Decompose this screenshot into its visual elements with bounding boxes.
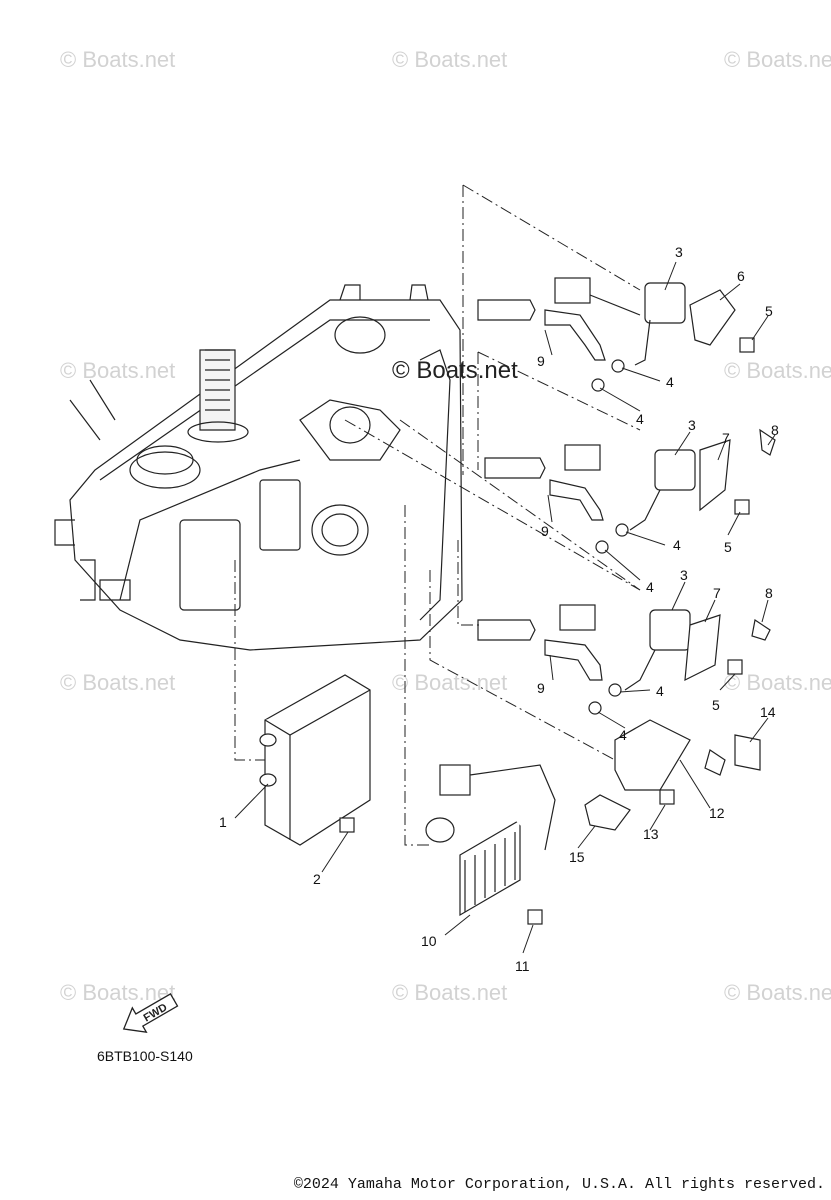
watermarks: © Boats.net © Boats.net © Boats.net © Bo…	[60, 47, 831, 1005]
callout-4: 4	[636, 411, 644, 427]
bolt	[739, 337, 755, 353]
callout-3: 3	[680, 567, 688, 583]
callout-4: 4	[666, 374, 674, 390]
bolt	[527, 909, 543, 925]
watermark: © Boats.net	[724, 358, 831, 383]
callout-5: 5	[724, 539, 732, 555]
callout-3: 3	[688, 417, 696, 433]
callout-9: 9	[537, 353, 545, 369]
bolt	[339, 817, 355, 833]
callout-4: 4	[673, 537, 681, 553]
callout-2: 2	[313, 871, 321, 887]
watermark: © Boats.net	[392, 47, 507, 72]
ignition-set-upper	[477, 277, 755, 392]
callout-numbers: 1 2 3 3 3 4 4 4 4 4 4 5 5 5 6 7 7 8 8 9 …	[219, 244, 779, 974]
callout-10: 10	[421, 933, 437, 949]
callout-12: 12	[709, 805, 725, 821]
callout-4: 4	[619, 727, 627, 743]
watermark: © Boats.net	[392, 980, 507, 1005]
ignition-set-lower	[477, 604, 771, 715]
callout-9: 9	[537, 680, 545, 696]
center-watermark: © Boats.net	[392, 357, 518, 384]
callout-3: 3	[675, 244, 683, 260]
callout-1: 1	[219, 814, 227, 830]
ignition-set-middle	[484, 428, 776, 554]
callout-9: 9	[541, 523, 549, 539]
callout-4: 4	[646, 579, 654, 595]
watermark: © Boats.net	[60, 47, 175, 72]
leader-lines	[234, 184, 641, 846]
watermark: © Boats.net	[724, 980, 831, 1005]
callout-7: 7	[713, 585, 721, 601]
engine-block	[54, 284, 463, 651]
callout-8: 8	[771, 422, 779, 438]
watermark: © Boats.net	[60, 670, 175, 695]
spark-plug	[477, 299, 536, 321]
callout-5: 5	[765, 303, 773, 319]
callout-8: 8	[765, 585, 773, 601]
callout-leaders	[234, 261, 776, 954]
callout-6: 6	[737, 268, 745, 284]
cdi-unit	[259, 674, 371, 846]
callout-7: 7	[722, 430, 730, 446]
callout-14: 14	[760, 704, 776, 720]
ignition-coil	[644, 282, 686, 324]
watermark: © Boats.net	[392, 670, 507, 695]
drawing-code: 6BTB100-S140	[97, 1048, 193, 1064]
coil-cover	[689, 289, 736, 346]
callout-5: 5	[712, 697, 720, 713]
bracket-assembly	[584, 719, 761, 831]
bolt	[659, 789, 675, 805]
copyright-notice: ©2024 Yamaha Motor Corporation, U.S.A. A…	[293, 1176, 825, 1193]
rectifier-regulator	[425, 764, 556, 925]
watermark: © Boats.net	[60, 980, 175, 1005]
watermark: © Boats.net	[724, 47, 831, 72]
watermark: © Boats.net	[60, 358, 175, 383]
callout-15: 15	[569, 849, 585, 865]
callout-11: 11	[515, 958, 530, 974]
callout-13: 13	[643, 826, 659, 842]
callout-4: 4	[656, 683, 664, 699]
